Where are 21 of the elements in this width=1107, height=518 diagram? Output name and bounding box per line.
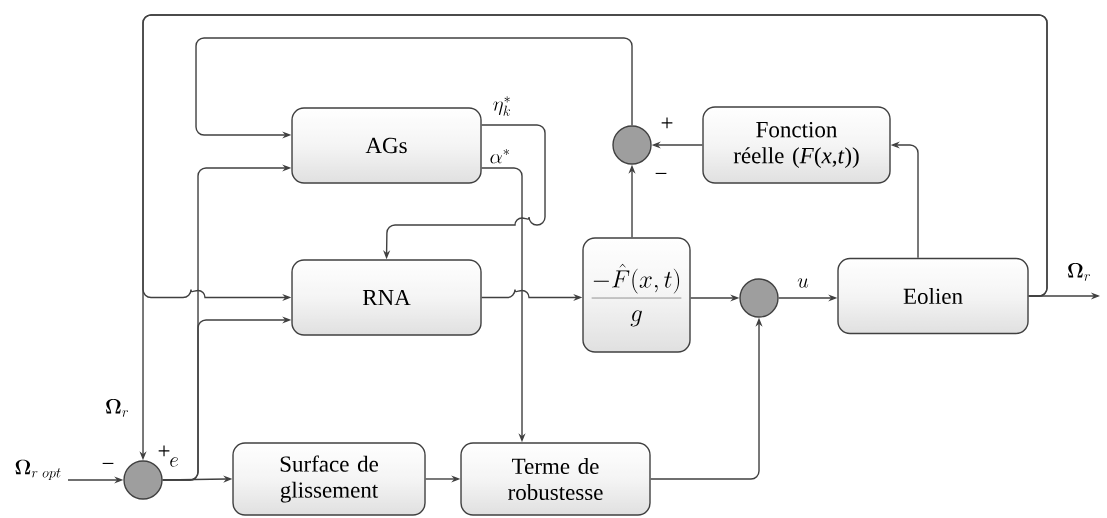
sign-label: +	[661, 117, 673, 129]
edge-label: $\mathbf{\Omega}_{r}$	[1068, 263, 1090, 281]
process-box: RNA	[291, 259, 482, 336]
process-box: Fonction réelle (F(x,t))	[702, 106, 891, 184]
edge-label: $\mathbf{\Omega}_{r\;opt}$	[15, 459, 61, 481]
sign-label: +	[158, 445, 170, 457]
process-box: Terme de robustesse	[460, 442, 651, 516]
fraction-block: $\frac{-\hat{F}(x,t)}{g}$	[582, 237, 691, 353]
sign-label: −	[655, 172, 667, 174]
process-box: AGs	[291, 107, 482, 184]
edge-label: $\eta_k^{*}$	[493, 96, 510, 116]
sign-label: −	[102, 462, 114, 464]
summing-junction	[739, 278, 779, 318]
edge-label: $\mathbf{\Omega}_{r}$	[106, 399, 128, 417]
edge-label: $\alpha^{*}$	[490, 148, 509, 164]
summing-junction	[612, 125, 652, 165]
edge-label: $u$	[797, 278, 809, 288]
summing-junction	[123, 460, 163, 500]
process-box: Eolien	[837, 257, 1029, 335]
edge-label: $e$	[170, 457, 178, 467]
process-box: Surface de glissement	[232, 442, 426, 516]
